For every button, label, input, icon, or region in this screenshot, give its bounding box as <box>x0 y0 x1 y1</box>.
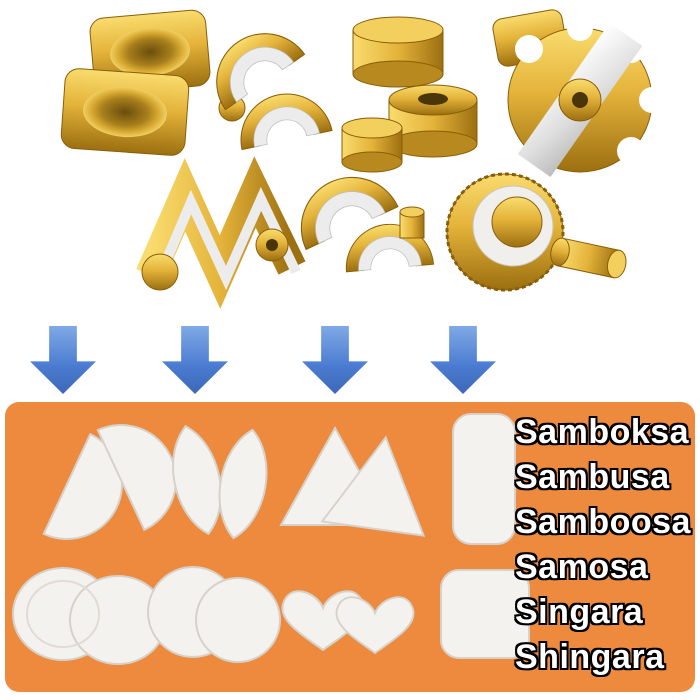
product-name: Samosa <box>515 548 649 586</box>
gold-moulds-illustration <box>60 9 665 309</box>
results-panel: Samboksa Sambusa Samboosa Samosa Singara… <box>5 402 695 692</box>
heart-pastry <box>335 596 415 654</box>
square-pastry <box>440 569 530 659</box>
product-name: Shingara <box>515 638 665 676</box>
product-name: Singara <box>515 593 644 631</box>
dough-shapes-illustration <box>12 405 530 665</box>
arrows-row <box>0 326 700 396</box>
product-name: Samboosa <box>515 503 691 541</box>
round-cavity-mould <box>60 9 211 156</box>
gold-mould-rollers-photo <box>0 0 700 330</box>
strip-pastry <box>452 413 516 545</box>
down-arrow-icon <box>162 326 228 394</box>
down-arrow-icon <box>430 326 496 394</box>
puffy-pastry <box>195 577 281 663</box>
down-arrow-icon <box>30 326 96 394</box>
cylinder-mould <box>341 16 478 173</box>
gear-mould <box>492 9 665 178</box>
crease <box>26 580 100 648</box>
pastry-shapes <box>12 405 530 665</box>
leaf-pastry <box>210 424 276 544</box>
crescent-mould-2 <box>284 160 435 273</box>
product-name: Samboksa <box>515 413 690 451</box>
disc-mould <box>445 172 627 292</box>
product-name-list: Samboksa Sambusa Samboosa Samosa Singara… <box>515 410 700 680</box>
product-name: Sambusa <box>515 458 670 496</box>
crescent-mould <box>197 14 333 151</box>
zigzag-mould <box>136 156 306 309</box>
down-arrow-icon <box>302 326 368 394</box>
